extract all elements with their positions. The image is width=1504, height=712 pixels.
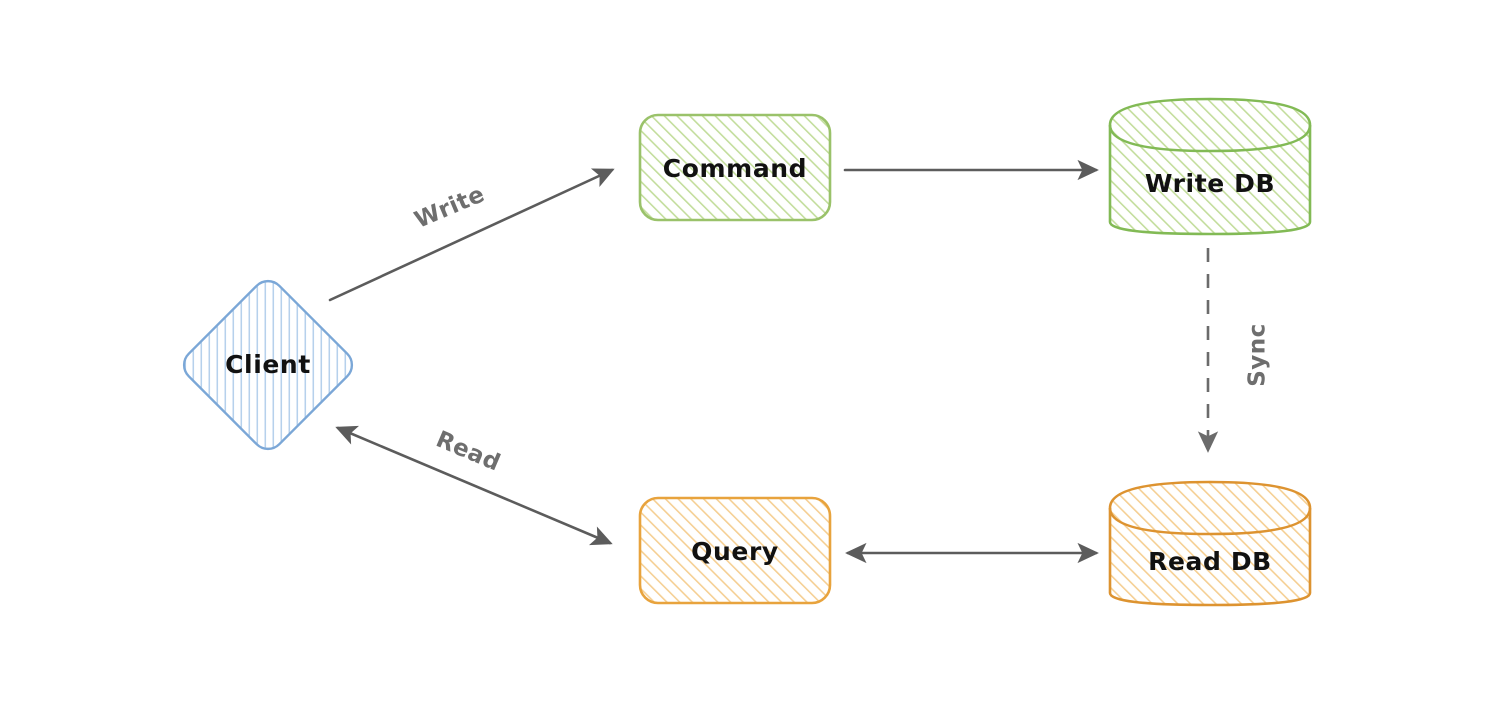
edge-client-to-query: Read — [335, 425, 613, 546]
command-box-shape — [638, 113, 832, 222]
write-db-top-ellipse — [1108, 124, 1312, 153]
read-db-top-ellipse — [1108, 507, 1312, 536]
node-query[interactable]: Query — [638, 496, 832, 605]
edge-write-db-to-read-db: Sync — [1197, 248, 1271, 453]
write-db-body-shape — [1108, 97, 1312, 236]
client-label: Client — [225, 350, 311, 379]
node-write-db[interactable]: Write DB — [1108, 97, 1312, 236]
query-box-shape — [638, 496, 832, 605]
edge-label-write: Write — [411, 181, 489, 234]
edge-client-to-command: Write — [328, 168, 615, 302]
node-client[interactable]: Client — [177, 274, 358, 455]
edge-label-read: Read — [432, 426, 504, 476]
node-read-db[interactable]: Read DB — [1108, 480, 1312, 607]
node-command[interactable]: Command — [638, 113, 832, 222]
command-label: Command — [663, 154, 807, 183]
client-diamond-shape — [182, 279, 354, 451]
write-db-label: Write DB — [1145, 169, 1275, 198]
read-db-body-shape — [1108, 480, 1312, 607]
read-db-label: Read DB — [1148, 547, 1272, 576]
edge-line-write — [328, 168, 615, 302]
query-label: Query — [691, 537, 779, 566]
edge-line-read — [335, 425, 613, 546]
edge-label-sync: Sync — [1245, 323, 1271, 387]
